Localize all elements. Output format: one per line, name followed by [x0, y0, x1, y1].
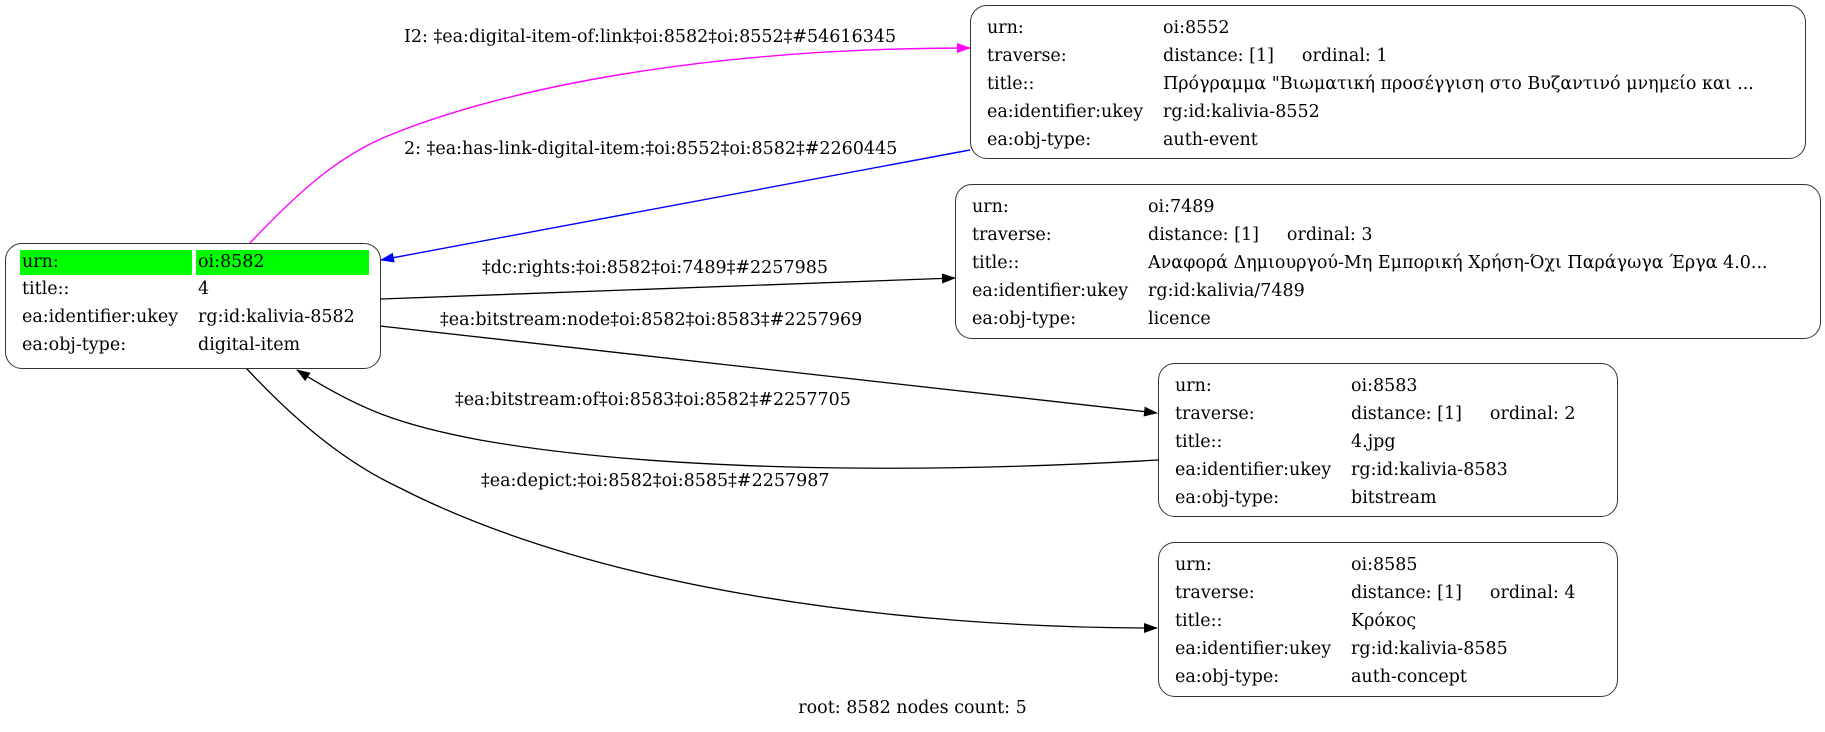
- row-key: traverse:: [972, 225, 1052, 245]
- row-value: rg:id:kalivia-8585: [1351, 639, 1508, 659]
- row-value: distance: [1] ordinal: 2: [1349, 400, 1578, 428]
- row-value: oi:8583: [1351, 376, 1418, 396]
- row-key: title::: [1175, 432, 1223, 452]
- edge-label-has-link-digital-item: 2: ‡ea:has-link-digital-item:‡oi:8552‡oi…: [404, 139, 898, 159]
- row-key: ea:obj-type:: [1175, 667, 1280, 687]
- node-row-traverse: traverse: distance: [1] ordinal: 1: [985, 42, 1756, 70]
- row-key: urn:: [1175, 376, 1212, 396]
- row-key: traverse:: [1175, 583, 1255, 603]
- node-row-obj-type: ea:obj-type: auth-event: [985, 126, 1756, 154]
- node-row-title: title::Κρόκος: [1173, 607, 1578, 635]
- node-row-title: title:: 4: [20, 275, 369, 303]
- row-value: digital-item: [198, 335, 301, 355]
- row-value: oi:8582: [196, 250, 369, 275]
- traverse-distance: distance: [1]: [1351, 404, 1462, 424]
- row-key: title::: [22, 279, 70, 299]
- node-row-ukey: ea:identifier:ukey rg:id:kalivia-8585: [1173, 635, 1578, 663]
- edge-label-bitstream-of: ‡ea:bitstream:of‡oi:8583‡oi:8582‡#225770…: [455, 390, 851, 410]
- row-key: title::: [1175, 611, 1223, 631]
- graph-footer: root: 8582 nodes count: 5: [798, 698, 1027, 718]
- row-key: ea:identifier:ukey: [987, 102, 1144, 122]
- row-value: bitstream: [1351, 488, 1437, 508]
- row-key: traverse:: [987, 46, 1067, 66]
- edge-label-depict: ‡ea:depict:‡oi:8582‡oi:8585‡#2257987: [481, 471, 830, 491]
- row-key: ea:obj-type:: [1175, 488, 1280, 508]
- node-oi-7489[interactable]: urn: oi:7489 traverse: distance: [1] ordina…: [955, 184, 1821, 339]
- row-key: ea:obj-type:: [972, 309, 1077, 329]
- row-value: distance: [1] ordinal: 1: [1161, 42, 1756, 70]
- row-key: ea:identifier:ukey: [1175, 460, 1332, 480]
- edge-bitstream-of: [296, 369, 1159, 469]
- traverse-distance: distance: [1]: [1148, 225, 1259, 245]
- row-key: urn:: [20, 250, 192, 275]
- root-node[interactable]: urn: oi:8582 title:: 4 ea:identifier:uke…: [5, 243, 381, 369]
- edge-rights: [379, 273, 956, 300]
- row-key: title::: [987, 74, 1035, 94]
- node-row-obj-type: ea:obj-type: bitstream: [1173, 484, 1578, 512]
- node-oi-8583[interactable]: urn: oi:8583 traverse: distance: [1] ordina…: [1158, 363, 1618, 517]
- row-value: distance: [1] ordinal: 4: [1349, 579, 1578, 607]
- node-row-obj-type: ea:obj-type: licence: [970, 305, 1770, 333]
- row-key: ea:identifier:ukey: [1175, 639, 1332, 659]
- row-value: rg:id:kalivia-8552: [1163, 102, 1320, 122]
- row-value: auth-concept: [1351, 667, 1467, 687]
- node-oi-8585[interactable]: urn: oi:8585 traverse: distance: [1] ordina…: [1158, 542, 1618, 697]
- node-row-traverse: traverse: distance: [1] ordinal: 3: [970, 221, 1770, 249]
- row-value: rg:id:kalivia-8582: [198, 307, 355, 327]
- node-row-ukey: ea:identifier:ukey rg:id:kalivia/7489: [970, 277, 1770, 305]
- node-row-urn: urn: oi:8552: [985, 14, 1756, 42]
- node-row-urn: urn: oi:8582: [20, 250, 369, 275]
- node-row-urn: urn: oi:8585: [1173, 551, 1578, 579]
- row-value: oi:8585: [1351, 555, 1418, 575]
- traverse-distance: distance: [1]: [1351, 583, 1462, 603]
- traverse-ordinal: ordinal: 4: [1489, 583, 1576, 603]
- row-value: auth-event: [1163, 130, 1258, 150]
- traverse-distance: distance: [1]: [1163, 46, 1274, 66]
- row-value: 4.jpg: [1351, 432, 1396, 452]
- row-value: distance: [1] ordinal: 3: [1146, 221, 1770, 249]
- traverse-ordinal: ordinal: 1: [1301, 46, 1388, 66]
- row-key: ea:identifier:ukey: [22, 307, 179, 327]
- node-row-title: title::Πρόγραμμα "Βιωματική προσέγγιση σ…: [985, 70, 1756, 98]
- node-row-ukey: ea:identifier:ukey rg:id:kalivia-8552: [985, 98, 1756, 126]
- edge-has-link-digital-item: [380, 149, 971, 263]
- traverse-ordinal: ordinal: 2: [1489, 404, 1576, 424]
- row-value: oi:8552: [1163, 18, 1230, 38]
- edge-label-bitstream-node: ‡ea:bitstream:node‡oi:8582‡oi:8583‡#2257…: [440, 310, 863, 330]
- edge-label-rights: ‡dc:rights:‡oi:8582‡oi:7489‡#2257985: [482, 258, 828, 278]
- node-row-ukey: ea:identifier:ukey rg:id:kalivia-8583: [1173, 456, 1578, 484]
- node-oi-8552[interactable]: urn: oi:8552 traverse: distance: [1] ordina…: [970, 5, 1806, 159]
- row-key: ea:obj-type:: [22, 335, 127, 355]
- row-value: Πρόγραμμα "Βιωματική προσέγγιση στο Βυζα…: [1163, 74, 1754, 94]
- edge-label-digital-item-of: I2: ‡ea:digital-item-of:link‡oi:8582‡oi:…: [404, 27, 897, 47]
- node-row-ukey: ea:identifier:ukey rg:id:kalivia-8582: [20, 303, 369, 331]
- node-row-obj-type: ea:obj-type: auth-concept: [1173, 663, 1578, 691]
- node-row-traverse: traverse: distance: [1] ordinal: 2: [1173, 400, 1578, 428]
- row-key: traverse:: [1175, 404, 1255, 424]
- row-value: rg:id:kalivia/7489: [1148, 281, 1305, 301]
- row-key: ea:identifier:ukey: [972, 281, 1129, 301]
- row-value: oi:7489: [1148, 197, 1215, 217]
- node-row-urn: urn: oi:7489: [970, 193, 1770, 221]
- node-row-title: title::Αναφορά Δημιουργού-Μη Εμπορική Χρ…: [970, 249, 1770, 277]
- row-value: 4: [198, 279, 210, 299]
- row-value: Κρόκος: [1351, 611, 1417, 631]
- row-key: ea:obj-type:: [987, 130, 1092, 150]
- traverse-ordinal: ordinal: 3: [1286, 225, 1373, 245]
- edge-bitstream-node: [379, 325, 1158, 417]
- edge-depict: [245, 367, 1158, 633]
- node-row-urn: urn: oi:8583: [1173, 372, 1578, 400]
- row-key: title::: [972, 253, 1020, 273]
- row-key: urn:: [987, 18, 1024, 38]
- node-row-title: title::4.jpg: [1173, 428, 1578, 456]
- row-value: Αναφορά Δημιουργού-Μη Εμπορική Χρήση-Όχι…: [1148, 253, 1768, 273]
- edge-digital-item-of: [249, 43, 971, 244]
- node-row-obj-type: ea:obj-type: digital-item: [20, 331, 369, 359]
- row-value: rg:id:kalivia-8583: [1351, 460, 1508, 480]
- node-row-traverse: traverse: distance: [1] ordinal: 4: [1173, 579, 1578, 607]
- row-value: licence: [1148, 309, 1211, 329]
- row-key: urn:: [972, 197, 1009, 217]
- row-key: urn:: [1175, 555, 1212, 575]
